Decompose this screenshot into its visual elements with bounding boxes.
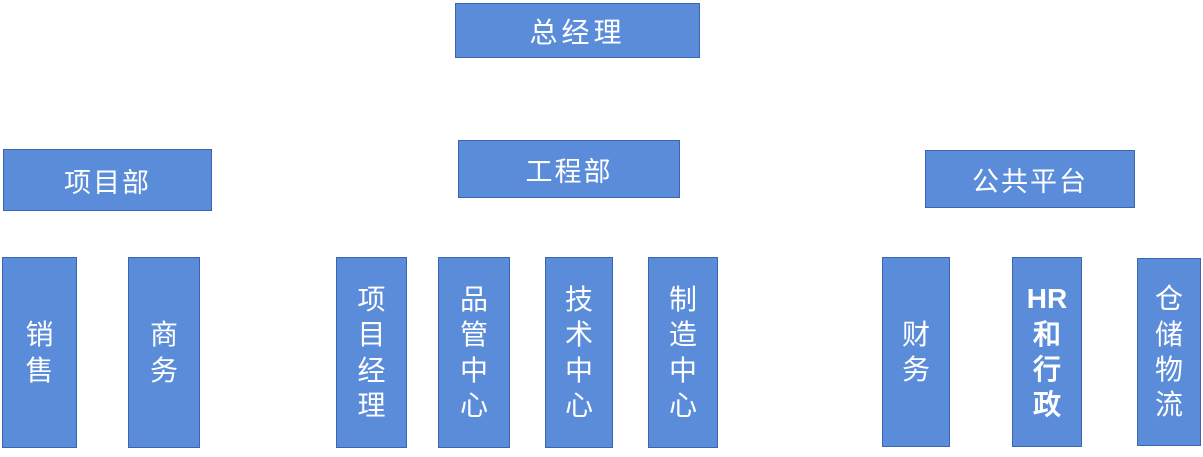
org-box-label: 项目部	[64, 167, 151, 198]
org-box-label: 项目经理	[357, 283, 386, 421]
org-box-label: 品管中心	[459, 283, 488, 421]
org-box-label: 商务	[149, 319, 178, 386]
org-box-quality-control-center: 品管中心	[438, 257, 510, 448]
org-box-label: 仓储物流	[1154, 283, 1183, 421]
org-box-label: 销售	[25, 319, 54, 386]
org-box-label: 制造中心	[668, 283, 697, 421]
org-box-public-platform: 公共平台	[925, 150, 1135, 208]
org-box-label: 工程部	[525, 156, 613, 187]
org-box-label: 财务	[901, 318, 930, 385]
org-box-technology-center: 技术中心	[545, 257, 613, 448]
org-box-manufacturing-center: 制造中心	[648, 257, 718, 448]
org-box-finance: 财务	[882, 257, 950, 447]
org-box-label: HR和行政	[1026, 283, 1068, 421]
org-box-hr-and-admin: HR和行政	[1012, 257, 1082, 447]
org-box-engineering-department: 工程部	[458, 140, 680, 198]
org-box-general-manager: 总经理	[455, 3, 700, 58]
org-box-label: 总经理	[529, 16, 626, 48]
org-box-warehouse-logistics: 仓储物流	[1137, 258, 1201, 446]
org-box-label: 技术中心	[564, 283, 593, 421]
org-box-business: 商务	[128, 257, 200, 448]
org-box-project-department: 项目部	[3, 149, 212, 211]
org-box-label: 公共平台	[972, 166, 1088, 197]
org-box-sales: 销售	[2, 257, 77, 448]
org-box-project-manager: 项目经理	[336, 257, 407, 448]
